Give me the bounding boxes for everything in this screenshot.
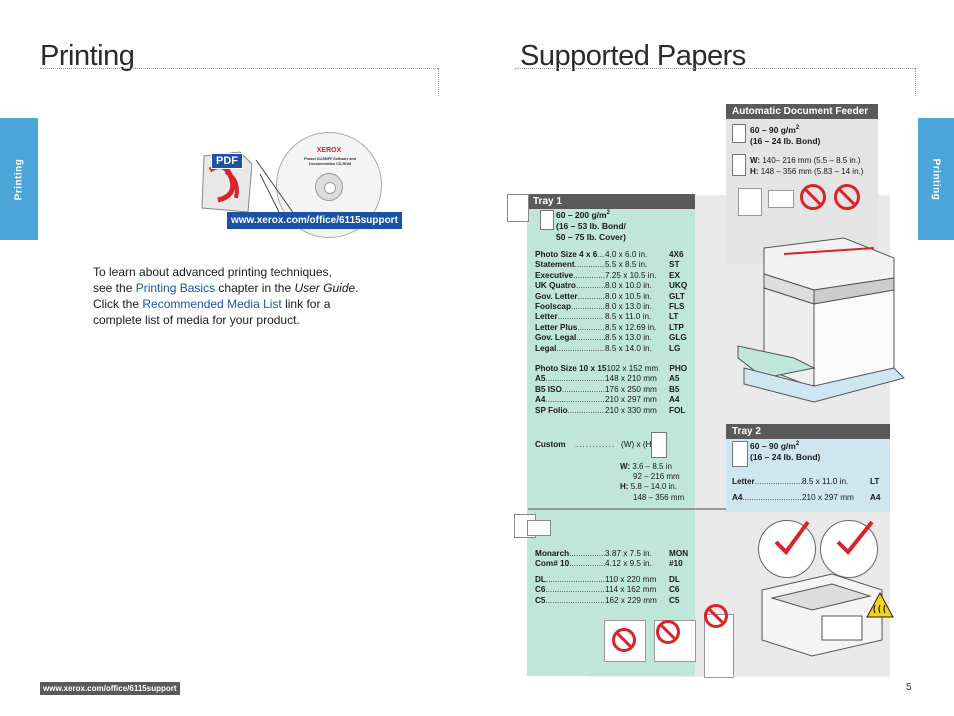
- pdf-label: PDF: [211, 153, 243, 169]
- adf-dimensions: W: 140– 216 mm (5.5 – 8.5 in.) H: 148 – …: [750, 156, 864, 176]
- no-staple-icon: [834, 184, 860, 210]
- page-title-printing: Printing: [40, 40, 135, 72]
- paper-icon: [540, 210, 554, 230]
- labels-sheet-icon: [738, 188, 762, 216]
- size-row: Gov. Letter.............8.0 x 10.5 in.GL…: [535, 291, 685, 301]
- checkmark-icons: [774, 520, 874, 556]
- body-text: To learn about advanced printing techniq…: [93, 264, 359, 328]
- adf-label: Automatic Document Feeder: [726, 104, 878, 119]
- page-title-supported-papers: Supported Papers: [520, 40, 746, 72]
- body-line-3: Click the Recommended Media List link fo…: [93, 297, 331, 311]
- size-row: Com# 10..................4.12 x 9.5 in.#…: [535, 559, 683, 569]
- tray1-paper-list: Photo Size 4 x 6........4.0 x 6.0 in.4X6…: [535, 250, 691, 354]
- no-window-envelope-icon: [656, 620, 680, 644]
- adf-panel: [726, 104, 878, 264]
- size-row: UK Quatro...............8.0 x 10.0 in.UK…: [535, 281, 688, 291]
- title-rule-right-end: [915, 68, 916, 96]
- paper-icon: [732, 124, 746, 143]
- paper-dimension-icon: [732, 154, 746, 176]
- title-rule: [40, 68, 438, 69]
- page-number: 5: [906, 682, 912, 693]
- adf-weight: 60 – 90 g/m2 (16 – 24 lb. Bond): [750, 124, 821, 146]
- body-line-2: see the Printing Basics chapter in the U…: [93, 281, 359, 295]
- body-line-4: complete list of media for your product.: [93, 313, 300, 327]
- paper-icon: [732, 441, 748, 467]
- size-row: Statement................5.5 x 8.5 in.ST: [535, 260, 680, 270]
- tray1-panel: [527, 194, 695, 676]
- size-row: Letter....................8.5 x 11.0 in.…: [535, 312, 679, 322]
- recommended-media-list-link[interactable]: Recommended Media List: [142, 297, 282, 311]
- pointer-lines: [255, 160, 295, 215]
- title-rule-end: [438, 68, 439, 96]
- open-printer-illustration: [761, 573, 883, 657]
- tray1-label: Tray 1: [527, 194, 695, 209]
- tray2-paper-list: Letter.......................8.5 x 11.0 …: [732, 474, 882, 506]
- footer-url[interactable]: www.xerox.com/office/6115support: [40, 682, 180, 695]
- side-tab-right[interactable]: Printing: [918, 118, 954, 240]
- support-url-button[interactable]: www.xerox.com/office/6115support: [227, 212, 402, 229]
- hot-surface-warning-icon: [866, 592, 894, 618]
- size-row: Letter Plus..............8.5 x 12.69 in.…: [535, 322, 684, 332]
- size-row: C5...........................162 x 229 m…: [535, 595, 680, 605]
- size-row: A4...........................210 x 297 m…: [732, 493, 881, 502]
- tray1-metric-list: Photo Size 10 x 15...102 x 152 mmPHOA5..…: [535, 364, 691, 416]
- cd-brand: XEROX: [316, 147, 342, 154]
- no-damaged-envelope-icon: [612, 628, 636, 652]
- size-row: Gov. Legal..............8.5 x 13.0 in.GL…: [535, 333, 687, 343]
- tray2-weight: 60 – 90 g/m2 (16 – 24 lb. Bond): [750, 440, 821, 462]
- cd-title: Phaser 6115MFP Software and Documentatio…: [304, 157, 356, 166]
- custom-dimension-icon: [651, 432, 667, 458]
- envelope-icon: [527, 520, 551, 536]
- no-paper-clip-icon: [800, 184, 826, 210]
- labels-icon: [507, 194, 529, 222]
- envelope-list-us: Monarch.................3.87 x 7.5 in.MO…: [535, 549, 691, 570]
- envelope-icon: [768, 190, 794, 208]
- size-row: A5...........................148 x 210 m…: [535, 374, 680, 384]
- tray2-label: Tray 2: [726, 424, 890, 439]
- size-row: DL...........................110 x 220 m…: [535, 575, 680, 584]
- title-rule-right: [515, 68, 915, 69]
- body-line-1: To learn about advanced printing techniq…: [93, 265, 332, 279]
- size-row: Legal......................8.5 x 14.0 in…: [535, 343, 681, 353]
- cd-hub: [315, 173, 343, 201]
- size-row: Letter.......................8.5 x 11.0 …: [732, 477, 880, 486]
- size-row: Executive...............7.25 x 10.5 in.E…: [535, 270, 680, 280]
- size-row: Photo Size 4 x 6........4.0 x 6.0 in.4X6: [535, 250, 684, 259]
- no-coated-paper-icon: [704, 604, 728, 628]
- printer-illustration: [737, 237, 905, 403]
- custom-dimensions: W: 3.6 – 8.5 in 92 – 216 mm H: 5.8 – 14.…: [620, 462, 685, 502]
- size-row: A4...........................210 x 297 m…: [535, 395, 680, 405]
- size-row: Foolscap................8.0 x 13.0 in.FL…: [535, 302, 685, 312]
- size-row: C6...........................114 x 162 m…: [535, 585, 680, 595]
- tray1-weight: 60 – 200 g/m2 (16 – 53 lb. Bond/ 50 – 75…: [556, 209, 626, 242]
- size-row: Monarch.................3.87 x 7.5 in.MO…: [535, 549, 689, 558]
- side-tab-left[interactable]: Printing: [0, 118, 38, 240]
- custom-size-row: Custom .................... ............…: [535, 440, 655, 449]
- side-tab-right-label: Printing: [930, 158, 942, 200]
- envelope-list-metric: DL...........................110 x 220 m…: [535, 575, 691, 606]
- side-tab-label: Printing: [13, 158, 25, 200]
- printing-basics-link[interactable]: Printing Basics: [135, 281, 216, 295]
- envelope-divider: [528, 508, 890, 510]
